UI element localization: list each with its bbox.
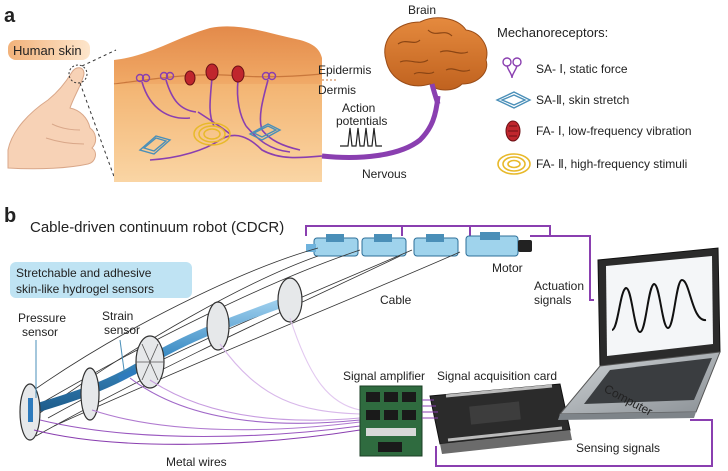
sa2-icon <box>495 91 532 109</box>
pressure-sensor-marker <box>28 398 33 422</box>
legend-fa2: FA- Ⅱ, high-frequency stimuli <box>536 157 687 171</box>
motor-unit-2 <box>361 234 407 257</box>
legend-sa2: SA-Ⅱ, skin stretch <box>536 93 629 107</box>
signal-acquisition-label: Signal acquisition card <box>437 369 557 383</box>
nerve-fibers <box>141 77 323 161</box>
cdcr-title: Cable-driven continuum robot (CDCR) <box>30 219 284 236</box>
brain-illustration <box>384 17 488 105</box>
brain-label: Brain <box>408 3 436 17</box>
skin-cross-section <box>113 26 323 182</box>
nerve-bundle <box>321 95 441 160</box>
strain-label-1: Strain <box>102 309 133 323</box>
screen-waveform <box>611 278 707 334</box>
action-label-2: potentials <box>336 114 387 128</box>
zoom-line-top <box>81 49 117 67</box>
strain-label-2: sensor <box>104 323 140 337</box>
sa1-icon <box>502 57 522 79</box>
human-skin-pill <box>8 40 90 60</box>
hand-illustration <box>7 67 97 170</box>
fa2-icon <box>497 153 531 175</box>
sensor-box-line-2: skin-like hydrogel sensors <box>16 282 154 296</box>
actuation-wire <box>530 235 594 301</box>
sa1-receptors-skin <box>135 71 277 83</box>
signal-acquisition-card <box>429 383 572 454</box>
pressure-label-1: Pressure <box>18 311 66 325</box>
signal-amplifier-label: Signal amplifier <box>343 369 425 383</box>
signal-amplifier-board <box>359 385 423 457</box>
strain-sensor-marker <box>117 368 137 382</box>
robot-discs <box>19 277 303 441</box>
epidermis-label: Epidermis <box>318 63 371 77</box>
robot-disc-4 <box>206 301 230 351</box>
dermis-label: Dermis <box>318 83 356 97</box>
motor-array <box>306 232 532 257</box>
fa1-receptors-skin <box>184 63 245 86</box>
amp-to-card-wires <box>422 399 438 419</box>
motor-unit-1 <box>306 234 359 257</box>
legend-fa1: FA- Ⅰ, low-frequency vibration <box>536 124 692 138</box>
legend-title: Mechanoreceptors: <box>497 25 608 40</box>
action-potential-spikes <box>340 127 382 147</box>
motor-unit-4 <box>465 232 532 257</box>
zoom-circle <box>68 64 88 84</box>
robot-disc-5 <box>277 277 303 323</box>
legend-sa1: SA- Ⅰ, static force <box>536 62 628 76</box>
panel-b-label: b <box>4 205 16 227</box>
sensing-signal-wire <box>435 419 713 467</box>
metal-wires-label: Metal wires <box>166 455 227 469</box>
motor-bus-wire <box>305 225 551 236</box>
fa2-receptor-skin <box>193 122 231 146</box>
motor-label: Motor <box>492 261 523 275</box>
sa2-receptors-skin <box>138 123 282 155</box>
strain-sensor-pointer <box>119 339 125 371</box>
human-skin-label: Human skin <box>13 43 82 58</box>
metal-wires <box>33 317 361 445</box>
motor-unit-3 <box>413 234 459 257</box>
disc-spokes <box>136 343 164 381</box>
sensor-box-line-1: Stretchable and adhesive <box>16 266 152 280</box>
fa1-icon <box>505 120 521 142</box>
laptop-computer <box>558 247 721 420</box>
cable-label: Cable <box>380 293 412 307</box>
sensor-description-box <box>10 262 192 298</box>
actuation-label-2: signals <box>534 293 571 307</box>
nervous-label: Nervous <box>362 167 407 181</box>
actuation-label-1: Actuation <box>534 279 584 293</box>
pressure-label-2: sensor <box>22 325 58 339</box>
mechanoreceptor-legend: Mechanoreceptors: SA- Ⅰ, static force SA… <box>495 25 692 175</box>
action-label-1: Action <box>342 101 375 115</box>
sensing-signals-label: Sensing signals <box>576 441 660 455</box>
panel-a-label: a <box>4 5 16 27</box>
robot-disc-2 <box>80 367 100 421</box>
